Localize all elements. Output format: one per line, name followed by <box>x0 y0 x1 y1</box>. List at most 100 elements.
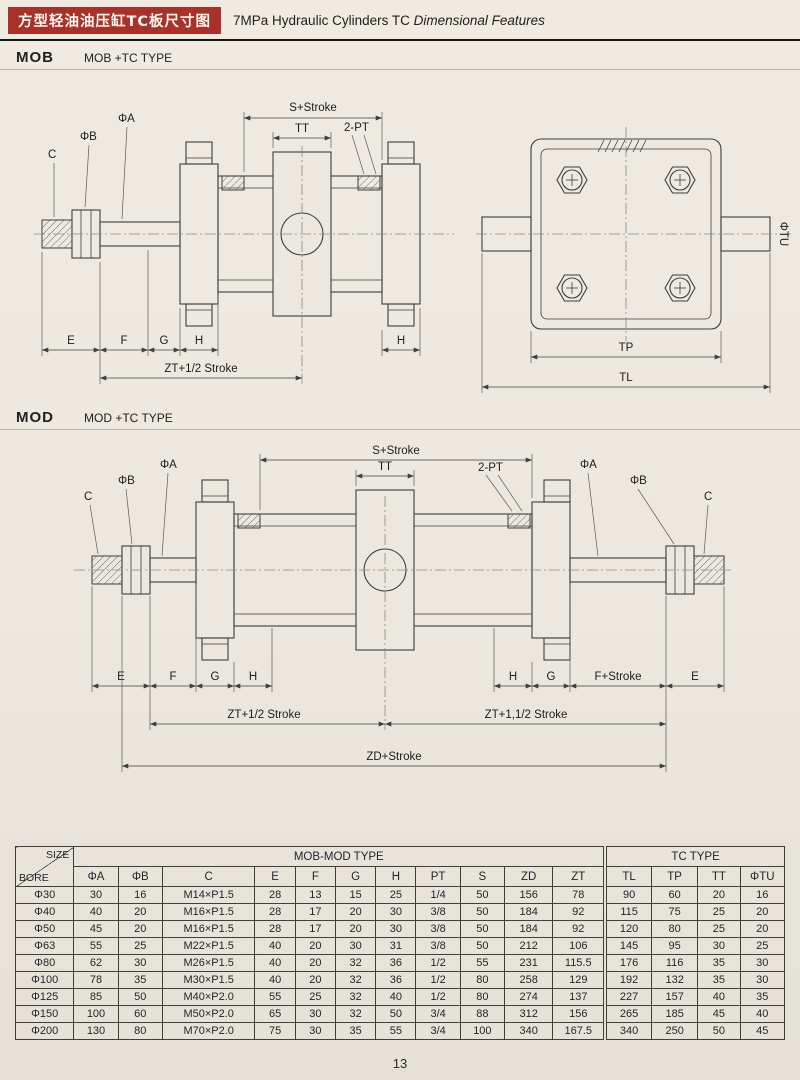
page-footer: 13 <box>0 1056 800 1071</box>
centerlines-group <box>74 496 734 730</box>
column-header-ZD: ZD <box>503 866 554 887</box>
value-cell: 32 <box>334 1005 377 1023</box>
value-cell: 80 <box>459 988 506 1006</box>
value-cell: 17 <box>294 903 336 921</box>
value-cell: 55 <box>375 1022 417 1040</box>
value-cell: 20 <box>697 886 741 904</box>
value-cell: 31 <box>375 937 417 955</box>
value-cell: 32 <box>334 988 377 1006</box>
mod-code-label: MOD <box>16 409 54 426</box>
centerlines-group <box>34 146 454 384</box>
value-cell: 100 <box>73 1005 119 1023</box>
dim-label-phi-a-right: ΦA <box>580 459 597 471</box>
value-cell: 78 <box>73 971 119 989</box>
value-cell: 184 <box>503 920 554 938</box>
value-cell: 80 <box>459 971 506 989</box>
column-header-C: C <box>161 866 256 887</box>
value-cell: 176 <box>603 954 653 972</box>
value-cell: 32 <box>334 954 377 972</box>
value-cell: 258 <box>503 971 554 989</box>
value-cell: 15 <box>334 886 377 904</box>
bore-cell: Φ30 <box>14 886 75 904</box>
value-cell: 106 <box>552 937 606 955</box>
value-cell: 50 <box>697 1022 741 1040</box>
column-header-ΦTU: ΦTU <box>739 866 786 887</box>
column-header-PT: PT <box>415 866 461 887</box>
value-cell: 132 <box>650 971 699 989</box>
value-cell: 75 <box>650 903 699 921</box>
dim-label-h-right: H <box>509 671 517 683</box>
dim-label-f-left: F <box>169 671 176 683</box>
dim-label-2pt: 2-PT <box>344 122 369 134</box>
value-cell: 62 <box>73 954 119 972</box>
front-head-group <box>179 141 219 327</box>
value-cell: 30 <box>334 937 377 955</box>
value-cell: 340 <box>603 1022 653 1040</box>
bore-cell: Φ100 <box>14 971 75 989</box>
dim-label-phi-a-left: ΦA <box>160 459 177 471</box>
value-cell: 65 <box>254 1005 296 1023</box>
value-cell: 312 <box>503 1005 554 1023</box>
value-cell: 192 <box>603 971 653 989</box>
mob-front-view-drawing: ΦTU TP TL <box>476 127 792 393</box>
value-cell: 274 <box>503 988 554 1006</box>
value-cell: 35 <box>739 988 786 1006</box>
dim-label-tl: TL <box>619 372 633 384</box>
value-cell: 30 <box>294 1022 336 1040</box>
value-cell: 212 <box>503 937 554 955</box>
value-cell: 130 <box>73 1022 119 1040</box>
value-cell: 50 <box>375 1005 417 1023</box>
value-cell: 16 <box>117 886 163 904</box>
centerlines-group <box>476 127 792 341</box>
value-cell: 35 <box>697 971 741 989</box>
value-cell: 88 <box>459 1005 506 1023</box>
value-cell: 55 <box>459 954 506 972</box>
dim-label-e: E <box>67 335 75 347</box>
title-en-regular: 7MPa Hydraulic Cylinders TC <box>233 13 410 28</box>
column-header-ΦA: ΦA <box>73 866 119 887</box>
mob-side-view-drawing: S+Stroke TT 2-PT ΦA ΦB C <box>34 102 454 384</box>
value-cell: 35 <box>697 954 741 972</box>
group-header-row: SIZE BORE MOB-MOD TYPE TC TYPE <box>14 846 786 887</box>
value-cell: 156 <box>552 1005 606 1023</box>
value-cell: 25 <box>375 886 417 904</box>
value-cell: M70×P2.0 <box>161 1022 256 1040</box>
dim-label-c: C <box>48 149 56 161</box>
dim-label-h-rear: H <box>397 335 405 347</box>
value-cell: 40 <box>375 988 417 1006</box>
value-cell: 90 <box>603 886 653 904</box>
value-cell: 265 <box>603 1005 653 1023</box>
value-cell: 30 <box>375 903 417 921</box>
value-cell: 85 <box>73 988 119 1006</box>
bore-cell: Φ200 <box>14 1022 75 1040</box>
section-mob: MOB MOB +TC TYPE <box>0 41 800 401</box>
dim-label-e-right: E <box>691 671 699 683</box>
column-header-H: H <box>375 866 417 887</box>
dimension-group: S+Stroke TT 2-PT ΦA ΦB C <box>84 445 725 772</box>
dim-label-zd-stroke: ZD+Stroke <box>366 751 421 763</box>
value-cell: 60 <box>117 1005 163 1023</box>
value-cell: 3/4 <box>415 1005 461 1023</box>
value-cell: 1/2 <box>415 971 461 989</box>
value-cell: 25 <box>117 937 163 955</box>
value-cell: 120 <box>603 920 653 938</box>
mob-front-view-wrap: ΦTU TP TL <box>474 109 794 401</box>
value-cell: 17 <box>294 920 336 938</box>
value-cell: 100 <box>459 1022 506 1040</box>
value-cell: 50 <box>459 903 506 921</box>
value-cell: 231 <box>503 954 554 972</box>
dim-label-tt: TT <box>378 461 392 473</box>
value-cell: M50×P2.0 <box>161 1005 256 1023</box>
value-cell: 30 <box>294 1005 336 1023</box>
value-cell: 40 <box>254 954 296 972</box>
dimension-group: S+Stroke TT 2-PT ΦA ΦB C <box>41 102 421 384</box>
value-cell: 50 <box>459 937 506 955</box>
mob-section-head: MOB MOB +TC TYPE <box>0 41 800 70</box>
